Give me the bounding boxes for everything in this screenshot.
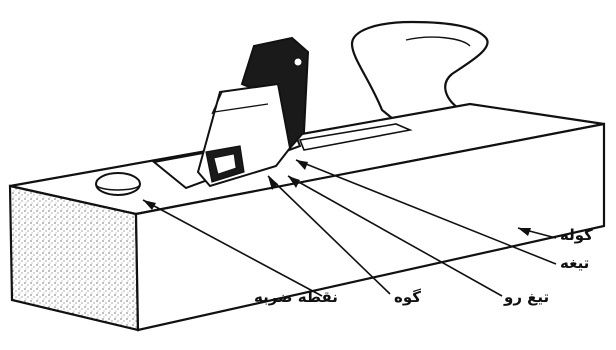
label-blade: تیغه	[560, 256, 589, 271]
strike-point-knob	[96, 173, 140, 195]
label-body: کوله	[560, 228, 593, 243]
label-strike-point: نقطه ضربه	[254, 290, 338, 305]
label-wedge: گوه	[394, 290, 421, 305]
label-cap-iron: تیغ رو	[504, 290, 549, 305]
